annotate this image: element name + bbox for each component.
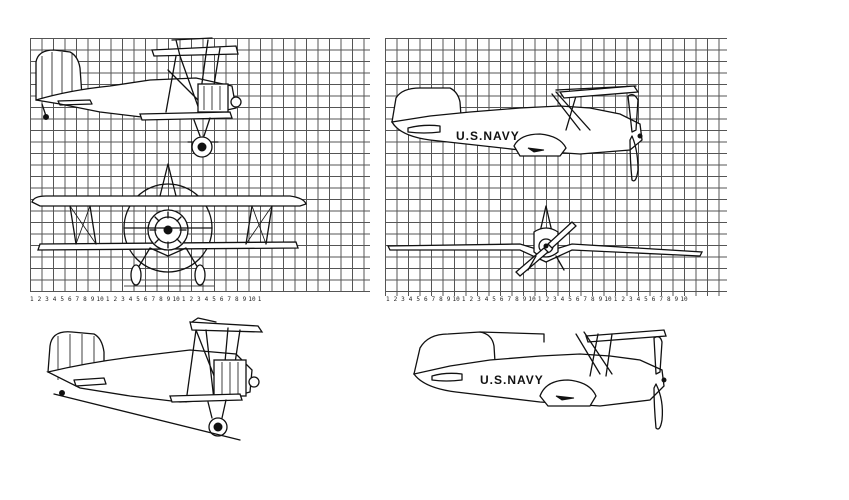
scale-tick-label: 4	[636, 296, 641, 303]
scale-tick-label: 6	[67, 296, 72, 303]
scale-tick-label: 3	[45, 296, 49, 303]
scale-tick-label: 8	[591, 296, 595, 303]
scale-tick-label: 6	[499, 296, 504, 303]
scale-tick-label: 4	[204, 296, 209, 303]
scale-tick-label: 4	[484, 296, 489, 303]
scale-tick-label: 1	[29, 296, 34, 303]
scale-tick-label: 8	[235, 296, 239, 303]
scale-tick-label: 7	[75, 296, 80, 303]
scale-tick-label: 10	[604, 296, 612, 303]
scale-tick-label: 4	[408, 296, 413, 303]
scale-tick-label: 4	[560, 296, 565, 303]
monoplane-perspective: U.S.NAVY	[412, 329, 667, 430]
scale-tick-label: 9	[242, 296, 247, 303]
us-navy-marking-bottom: U.S.NAVY	[480, 373, 544, 387]
scale-tick-label: 10	[248, 296, 256, 303]
scale-tick-label: 1	[105, 296, 110, 303]
scale-tick-label: 10	[680, 296, 688, 303]
scale-tick-label: 5	[416, 296, 420, 303]
scale-tick-label: 2	[37, 296, 42, 303]
scale-tick-label: 5	[60, 296, 64, 303]
scale-tick-label: 6	[143, 296, 148, 303]
scale-tick-label: 1	[613, 296, 618, 303]
scale-tick-label: 8	[439, 296, 443, 303]
scale-tick-label: 10	[96, 296, 104, 303]
scale-tick-label: 2	[189, 296, 194, 303]
scale-tick-label: 5	[568, 296, 572, 303]
scale-tick-label: 7	[151, 296, 156, 303]
scale-tick-label: 2	[469, 296, 474, 303]
scale-tick-label: 8	[83, 296, 87, 303]
scale-tick-label: 2	[393, 296, 398, 303]
scale-tick-label: 9	[674, 296, 679, 303]
scale-tick-label: 3	[553, 296, 557, 303]
biplane-side-view	[35, 37, 242, 158]
monoplane-front-view	[386, 205, 704, 277]
monoplane-side-view: U.S.NAVY	[390, 85, 643, 182]
scale-tick-label: 10	[452, 296, 460, 303]
scale-tick-label: 1	[385, 296, 390, 303]
scale-tick-label: 9	[166, 296, 171, 303]
scale-tick-label: 4	[52, 296, 57, 303]
scale-tick-label: 2	[113, 296, 118, 303]
scale-tick-label: 2	[545, 296, 550, 303]
scale-tick-label: 1	[181, 296, 186, 303]
scale-tick-label: 5	[136, 296, 140, 303]
scale-tick-label: 9	[522, 296, 527, 303]
scale-tick-label: 1	[537, 296, 542, 303]
scale-tick-label: 5	[212, 296, 216, 303]
scale-tick-label: 10	[172, 296, 180, 303]
biplane-front-view	[31, 163, 307, 287]
scale-tick-label: 4	[128, 296, 133, 303]
scale-tick-label: 8	[159, 296, 163, 303]
scale-tick-label: 9	[446, 296, 451, 303]
scale-tick-label: 7	[507, 296, 512, 303]
scale-tick-label: 10	[528, 296, 536, 303]
scale-tick-label: 7	[227, 296, 232, 303]
scale-tick-label: 3	[477, 296, 481, 303]
scale-tick-label: 3	[628, 296, 633, 303]
scale-tick-label: 6	[219, 296, 224, 303]
us-navy-marking-top: U.S.NAVY	[456, 129, 520, 143]
scale-tick-label: 1	[257, 296, 262, 303]
scale-tick-label: 3	[401, 296, 405, 303]
scale-tick-label: 6	[575, 296, 580, 303]
scale-tick-label: 3	[197, 296, 201, 303]
scale-tick-label: 1	[461, 296, 466, 303]
scale-tick-label: 9	[598, 296, 603, 303]
scale-tick-label: 7	[431, 296, 436, 303]
scale-tick-label: 2	[621, 296, 626, 303]
scale-tick-label: 5	[644, 296, 648, 303]
scale-tick-label: 6	[651, 296, 656, 303]
scale-tick-label: 5	[492, 296, 496, 303]
biplane-perspective	[46, 317, 264, 441]
scale-tick-label: 3	[121, 296, 125, 303]
scale-tick-label: 9	[90, 296, 95, 303]
scale-tick-label: 6	[423, 296, 428, 303]
scale-tick-label: 8	[515, 296, 519, 303]
scale-tick-label: 7	[583, 296, 588, 303]
scale-tick-label: 7	[659, 296, 663, 303]
scale-tick-label: 8	[666, 296, 671, 303]
